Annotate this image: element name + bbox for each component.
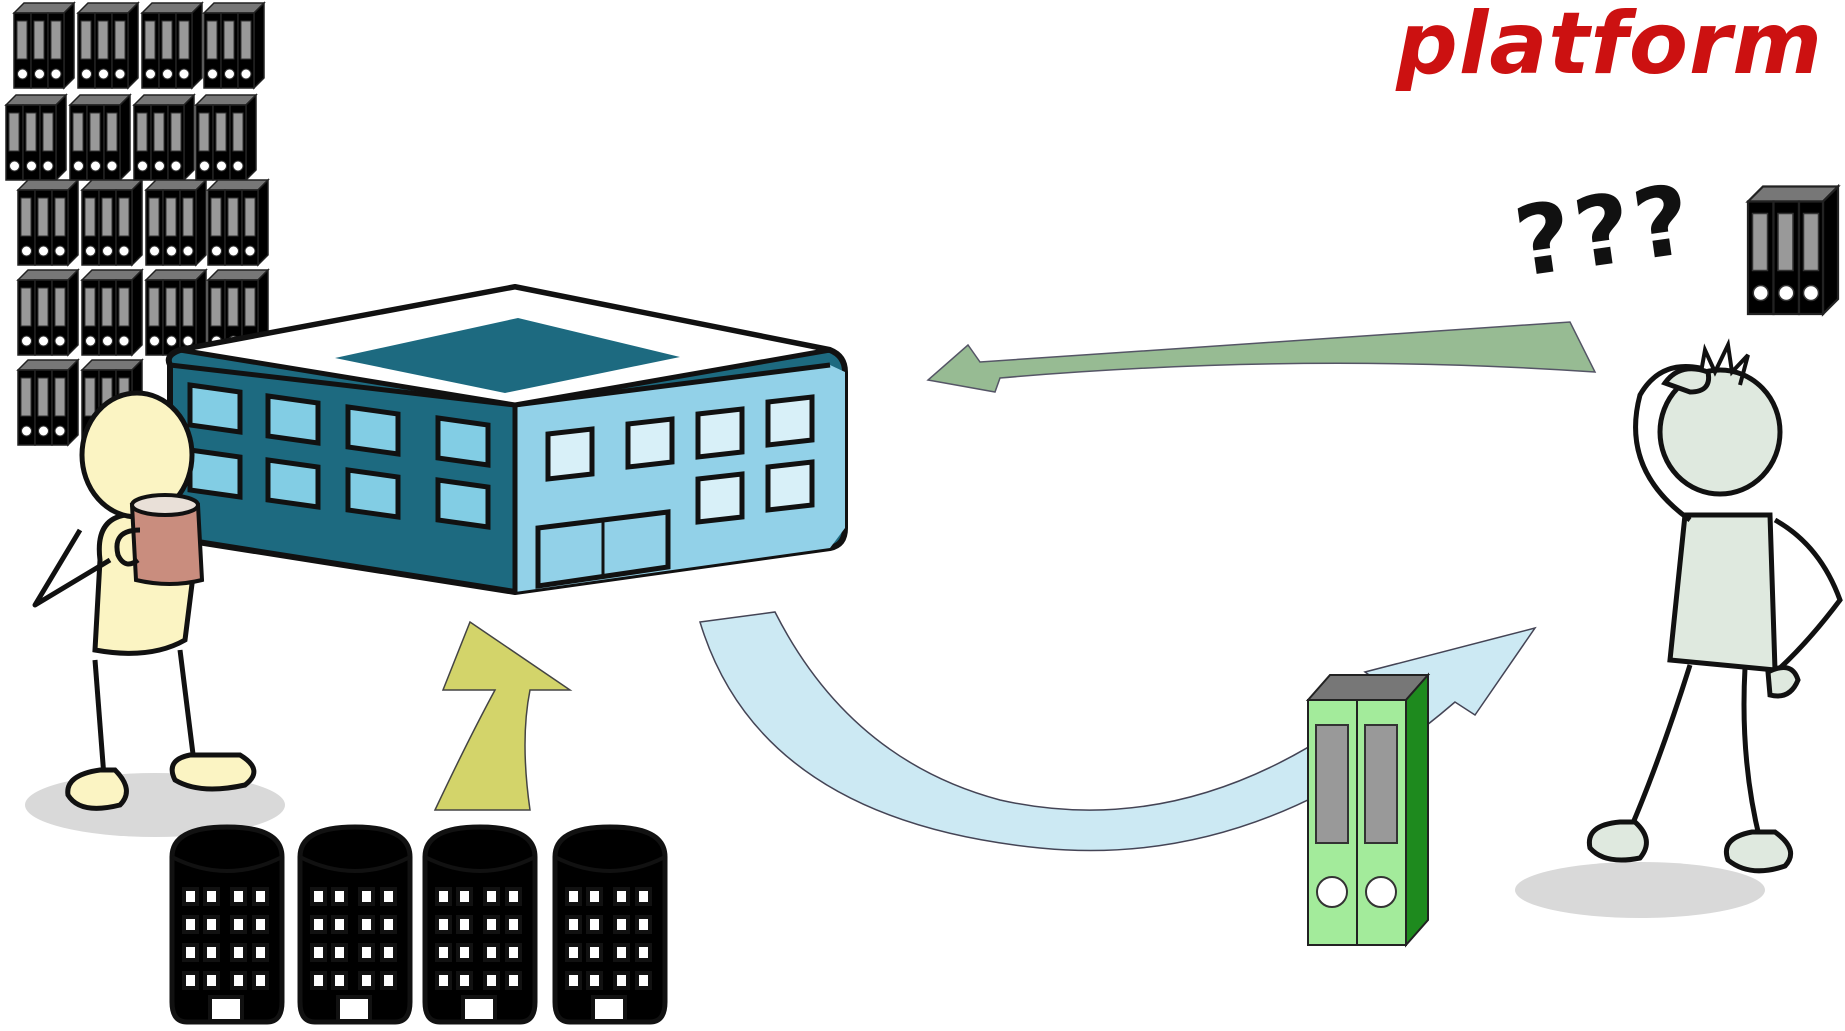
- binder-icon: [5, 94, 67, 181]
- person-icon: [1515, 338, 1843, 918]
- binder-icon: [203, 2, 265, 89]
- yellow-building: .tw-y .wall{fill:#f4ecab}.tw-y .roof{fil…: [172, 827, 282, 1022]
- binder-icon: [81, 179, 143, 266]
- binder-icon: [77, 2, 139, 89]
- office-building-icon: [555, 827, 665, 1022]
- arrow-icon: [433, 620, 573, 811]
- green-binder-stack: .gb .face{fill:#a3eb9b}.gb .side{fill:#2…: [69, 2, 143, 446]
- arrow-icon: [926, 321, 1597, 393]
- binder-icon: [141, 2, 203, 89]
- binder-icon: [195, 94, 257, 181]
- blue-building: .tw-b .wall{fill:#a9dff2}.tw-b .roof{fil…: [425, 827, 535, 1022]
- yellow-binder-stack: .yb .face{fill:#f4ecab}.yb .side{fill:#b…: [5, 2, 79, 446]
- binder-icon: [13, 2, 75, 89]
- page-title: platform: [1396, 0, 1823, 94]
- green-building: .tw-g .wall{fill:#a3eb9b}.tw-g .roof{fil…: [300, 827, 410, 1022]
- orange-building: .tw-o .wall{fill:#f5b59b}.tw-o .roof{fil…: [555, 827, 665, 1022]
- binder-icon: [17, 269, 79, 356]
- office-building-icon: [300, 827, 410, 1022]
- person-icon: [25, 390, 285, 837]
- binder-icon: .gr .face{fill:#a3eb9b}.gr .side{fill:#1…: [1746, 185, 1840, 316]
- blue-binder-stack: .bb .face{fill:#a9dff2}.bb .side{fill:#2…: [133, 2, 207, 356]
- binder-icon: [17, 179, 79, 266]
- headquarters-building-icon: [165, 284, 848, 595]
- office-building-icon: [425, 827, 535, 1022]
- binder-icon: [69, 94, 131, 181]
- arrow-icon: [699, 611, 1537, 852]
- orange-binder-stack: .ob .face{fill:#f5b59b}.ob .side{fill:#a…: [195, 2, 269, 356]
- binder-icon: [17, 359, 79, 446]
- office-building-icon: [172, 827, 282, 1022]
- mug-icon: [114, 493, 205, 586]
- binder-icon: [1305, 672, 1431, 948]
- binder-icon: [145, 269, 207, 356]
- binder-icon: [133, 94, 195, 181]
- binder-icon: [207, 179, 269, 266]
- binder-icon: [145, 179, 207, 266]
- binder-icon: [81, 269, 143, 356]
